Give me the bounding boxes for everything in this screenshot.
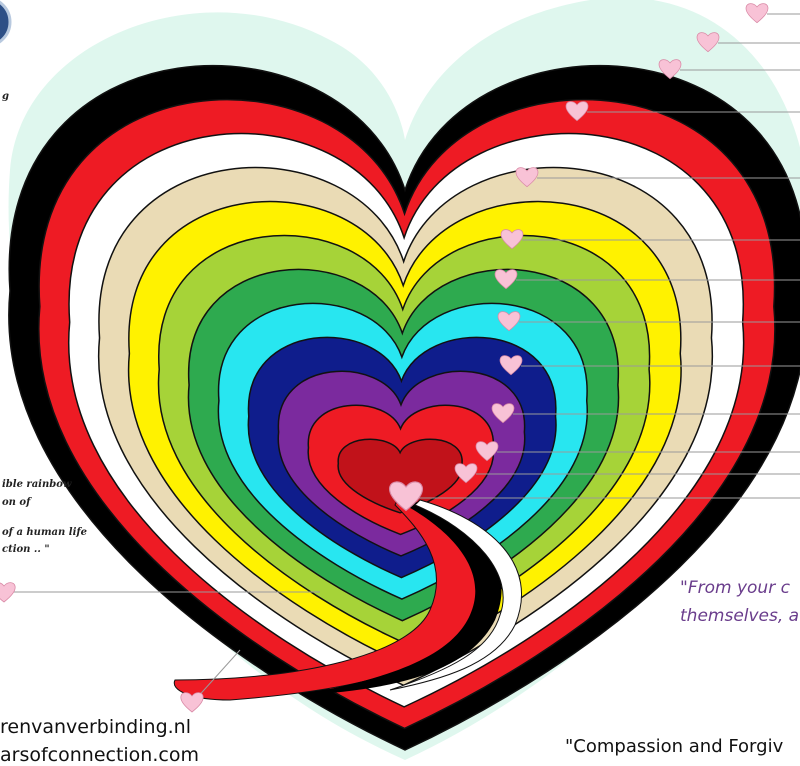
heart-band-12 (337, 438, 463, 514)
right-quote-line-2: themselves, a (680, 606, 800, 626)
pink-heart-icon (180, 692, 204, 713)
bottom-quote: "Compassion and Forgiv (565, 736, 784, 757)
right-quote-line-1: "From your c (680, 578, 790, 598)
website-english[interactable]: arsofconnection.com (0, 744, 199, 766)
top-left-fragment: g (2, 91, 9, 102)
pink-heart-icon (0, 582, 16, 603)
pink-heart-icon (745, 3, 769, 24)
left-note-line-4: ction .. " (2, 544, 50, 555)
circular-logo-icon (0, 0, 12, 44)
left-note-line-2: on of (2, 497, 31, 508)
website-dutch[interactable]: renvanverbinding.nl (0, 716, 191, 738)
heart-bands (8, 64, 800, 751)
leader-lines (416, 13, 800, 499)
left-note-line-1: ible rainbow (2, 479, 72, 490)
left-note-line-3: of a human life (2, 527, 88, 538)
